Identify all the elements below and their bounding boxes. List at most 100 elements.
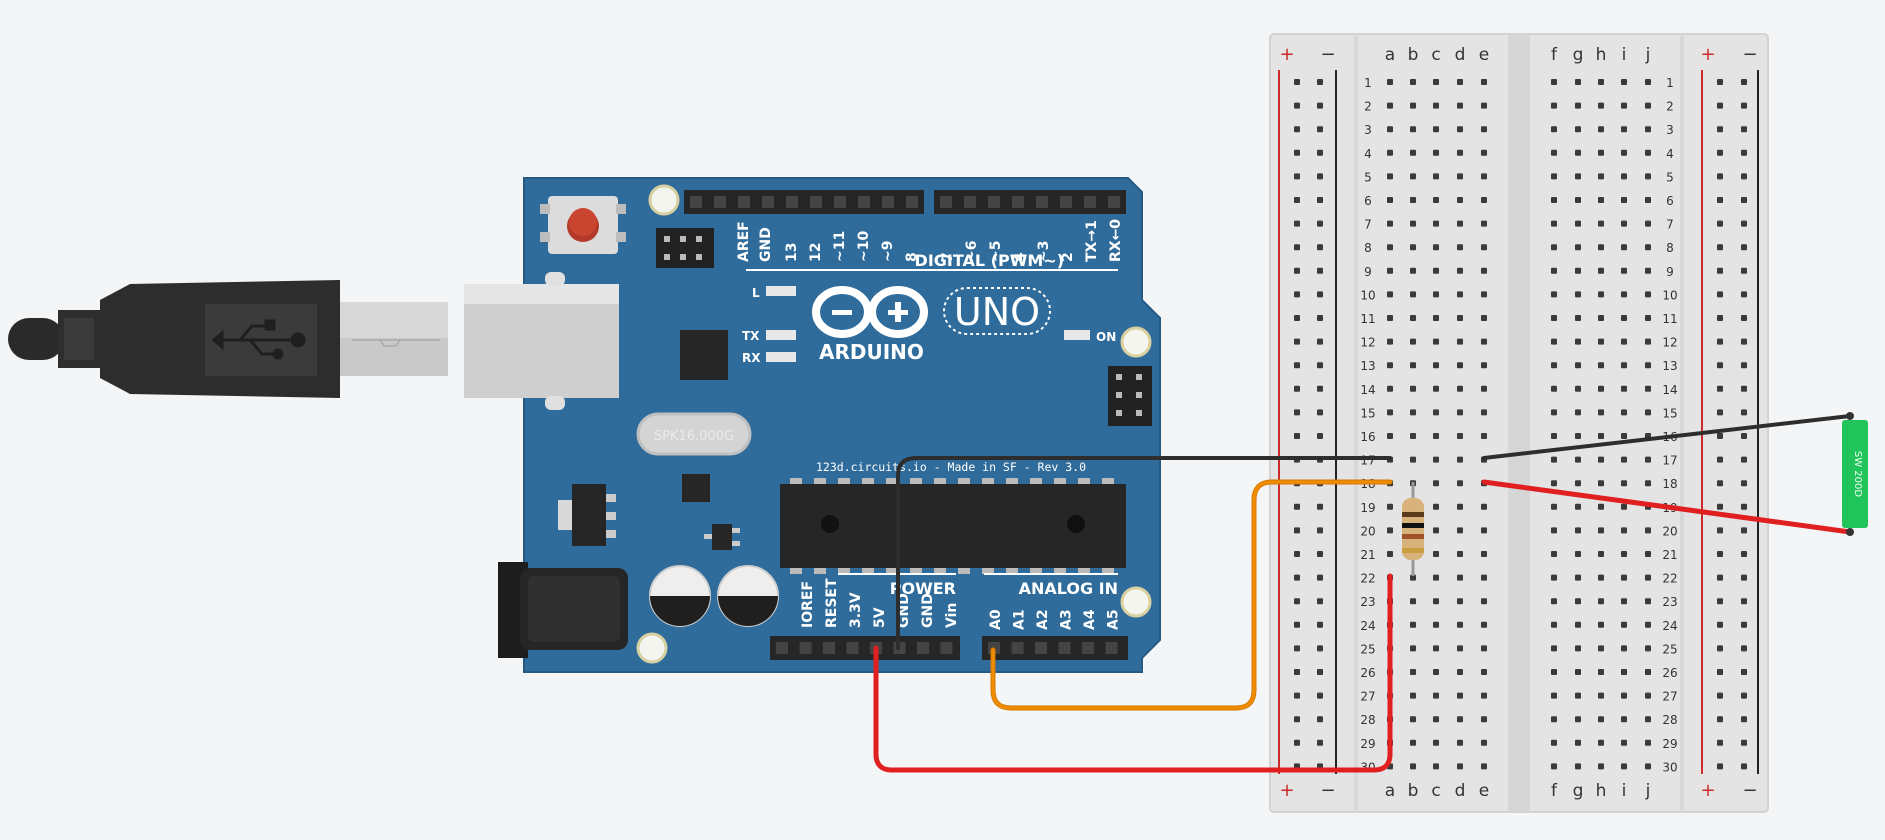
row-number: 29 [1360,737,1375,751]
header-pin[interactable] [917,642,929,654]
pin-label: A2 [1035,609,1051,630]
sensor-gnd-wire[interactable] [1482,414,1852,460]
pin-label: ~3 [1036,241,1052,262]
pin-label: 7 [940,252,956,262]
led-label-tx: TX [742,329,760,343]
header-pin[interactable] [834,196,846,208]
column-label: j [1645,781,1651,801]
icsp-header-right [1108,366,1152,426]
5v-wire[interactable] [873,573,1393,773]
header-pin[interactable] [786,196,798,208]
icsp-header-top [656,228,714,268]
row-number: 13 [1662,359,1677,373]
header-pin[interactable] [1082,642,1094,654]
rail-plus-label: + [1700,44,1715,65]
header-pin[interactable] [906,196,918,208]
header-pin[interactable] [940,196,952,208]
row-number: 25 [1360,642,1375,656]
row-number: 28 [1360,713,1375,727]
row-number: 1 [1364,76,1372,90]
row-number: 27 [1360,690,1375,704]
row-number: 24 [1360,619,1375,633]
header-pin[interactable] [690,196,702,208]
row-number: 12 [1662,336,1677,350]
header-pin[interactable] [1060,196,1072,208]
column-label: i [1622,45,1627,65]
header-pin[interactable] [738,196,750,208]
wires[interactable] [873,414,1853,773]
sensor-5v-wire[interactable] [1481,479,1853,535]
row-number: 13 [1360,359,1375,373]
power-header[interactable] [770,636,960,660]
pin-label: A3 [1059,609,1075,630]
header-pin[interactable] [1105,642,1118,654]
row-number: 16 [1360,430,1375,444]
mounting-hole [648,184,680,216]
header-pin[interactable] [1084,196,1096,208]
header-pin[interactable] [823,642,835,654]
usb-cable[interactable] [8,280,448,398]
pin-label: A5 [1106,609,1122,630]
svg-text:SPK16.000G: SPK16.000G [654,429,734,444]
row-number: 8 [1364,241,1372,255]
row-number: 20 [1360,524,1375,538]
pin-label: IOREF [800,581,816,628]
header-pin[interactable] [964,196,976,208]
column-label: b [1408,45,1419,65]
row-number: 17 [1662,454,1677,468]
header-pin[interactable] [988,196,1000,208]
gnd-wire[interactable] [896,456,1392,650]
header-pin[interactable] [810,196,822,208]
header-pin[interactable] [799,642,812,654]
header-pin[interactable] [1011,642,1024,654]
header-pin[interactable] [1036,196,1048,208]
row-number: 27 [1662,690,1677,704]
tilt-sensor[interactable]: SW 200D [1842,412,1868,536]
row-number: 6 [1666,194,1674,208]
header-pin[interactable] [1035,642,1047,654]
digital-header[interactable] [684,190,1126,214]
header-pin[interactable] [882,196,894,208]
pin-label: ~9 [880,241,896,262]
header-pin[interactable] [1058,642,1071,654]
row-number: 17 [1360,454,1375,468]
reset-button[interactable] [540,196,626,254]
pin-label: ~10 [856,231,872,262]
row-number: 14 [1360,383,1375,397]
rail-minus-label: − [1742,44,1757,65]
column-label: h [1596,45,1607,65]
header-pin[interactable] [714,196,726,208]
pin-label: 12 [808,243,824,262]
pin-label: GND [758,227,774,262]
pin-label: AREF [736,221,752,262]
column-label: f [1551,45,1558,65]
row-number: 23 [1662,595,1677,609]
resistor[interactable] [1402,482,1424,576]
usb-b-port [464,272,619,410]
header-pin[interactable] [1012,196,1024,208]
row-number: 12 [1360,336,1375,350]
voltage-regulator [558,484,616,546]
header-pin[interactable] [940,642,953,654]
header-pin[interactable] [1108,196,1120,208]
header-pin[interactable] [762,196,774,208]
led-tx [766,330,796,340]
row-number: 1 [1666,76,1674,90]
row-number: 10 [1360,288,1375,302]
header-pin[interactable] [776,642,788,654]
header-pin[interactable] [846,642,859,654]
row-number: 10 [1662,288,1677,302]
rail-minus-label: − [1320,44,1335,65]
analog-header[interactable] [982,636,1128,660]
row-number: 28 [1662,713,1677,727]
dc-power-jack [498,562,628,658]
led-l [766,286,796,296]
header-pin[interactable] [858,196,870,208]
board-footer-text: 123d.circuits.io - Made in SF - Rev 3.0 [816,460,1086,474]
row-number: 25 [1662,642,1677,656]
tilt-sensor-label: SW 200D [1852,451,1863,498]
row-number: 5 [1666,170,1674,184]
